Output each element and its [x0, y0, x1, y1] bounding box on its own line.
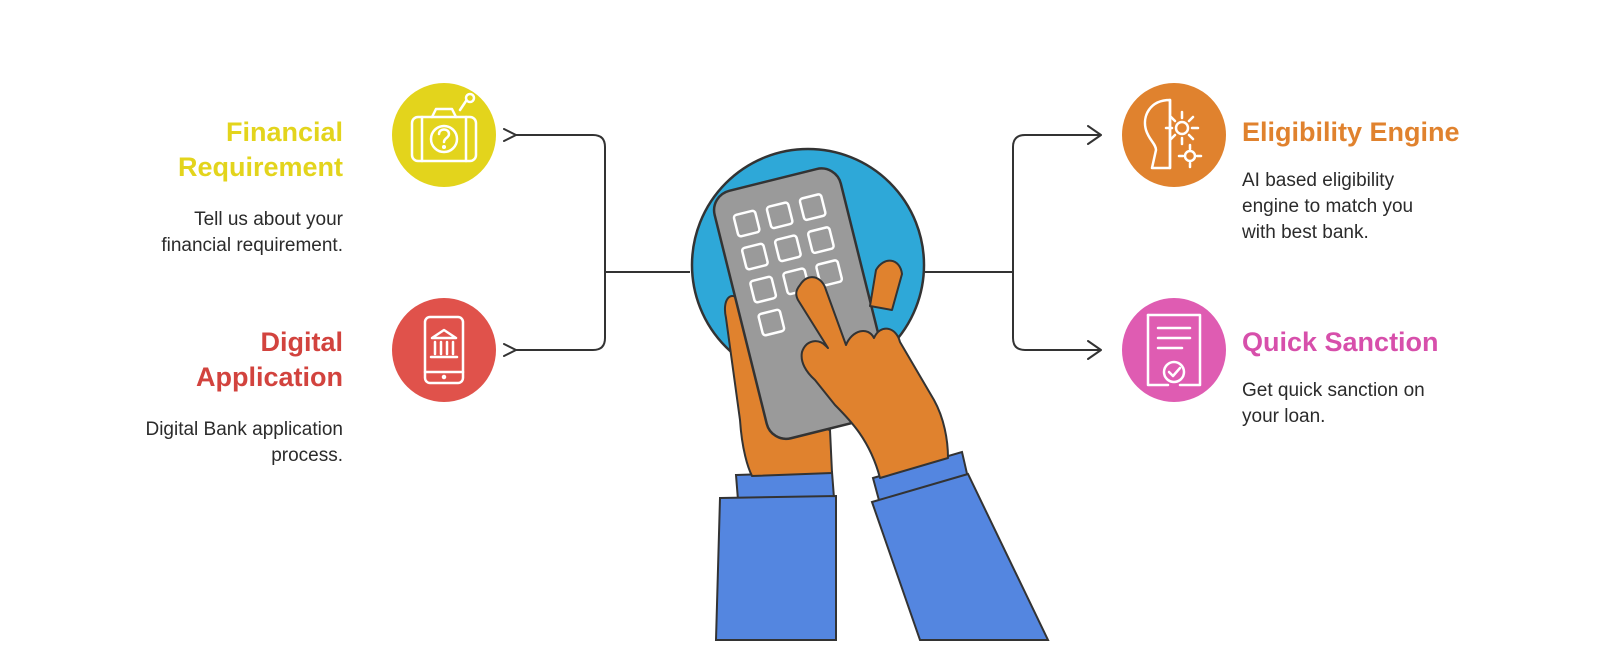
- feature-title: Eligibility Engine: [1242, 117, 1460, 147]
- camera-question-icon: [410, 92, 478, 163]
- calculator-keys: [732, 193, 844, 337]
- feature-title: Financial Requirement: [23, 115, 343, 185]
- title-line: Financial: [225, 117, 343, 147]
- feature-quick-sanction: Quick Sanction Get quick sanction on you…: [1242, 325, 1562, 430]
- right-hand: [795, 276, 949, 479]
- feature-financial-requirement: Financial Requirement Tell us about your…: [23, 115, 343, 259]
- arrow-to-financial: [503, 128, 606, 272]
- title-line: Requirement: [177, 152, 343, 182]
- arrow-to-sanction: [1012, 272, 1100, 351]
- phone-bank-icon: [423, 315, 465, 385]
- desc-line: Get quick sanction on: [1242, 380, 1425, 401]
- desc-line: financial requirement.: [161, 235, 343, 256]
- digital-icon-circle: [392, 298, 496, 402]
- feature-description: Tell us about your financial requirement…: [23, 207, 343, 259]
- hands-calculator-illustration: [690, 147, 1050, 641]
- financial-icon-circle: [392, 83, 496, 187]
- desc-line: with best bank.: [1242, 222, 1369, 243]
- feature-eligibility-engine: Eligibility Engine AI based eligibility …: [1242, 115, 1562, 246]
- connector-lines: [503, 125, 1102, 360]
- desc-line: process.: [271, 445, 343, 466]
- desc-line: Tell us about your: [194, 209, 343, 230]
- desc-line: engine to match you: [1242, 196, 1414, 217]
- feature-description: AI based eligibility engine to match you…: [1242, 168, 1562, 246]
- feature-description: Digital Bank application process.: [23, 417, 343, 469]
- feature-digital-application: Digital Application Digital Bank applica…: [23, 325, 343, 469]
- right-sleeve: [870, 450, 1050, 641]
- title-line: Application: [196, 362, 343, 392]
- feature-description: Get quick sanction on your loan.: [1242, 378, 1562, 430]
- feature-title: Quick Sanction: [1242, 327, 1439, 357]
- eligibility-icon-circle: [1122, 83, 1226, 187]
- arrow-to-eligibility: [1012, 134, 1100, 272]
- certificate-check-icon: [1146, 313, 1202, 387]
- desc-line: Digital Bank application: [145, 419, 343, 440]
- left-sleeve: [714, 470, 837, 641]
- sanction-icon-circle: [1122, 298, 1226, 402]
- feature-title: Digital Application: [23, 325, 343, 395]
- desc-line: your loan.: [1242, 406, 1326, 427]
- head-gear-icon: [1143, 98, 1203, 170]
- desc-line: AI based eligibility: [1242, 170, 1395, 191]
- title-line: Digital: [260, 327, 343, 357]
- arrow-to-digital: [503, 272, 606, 357]
